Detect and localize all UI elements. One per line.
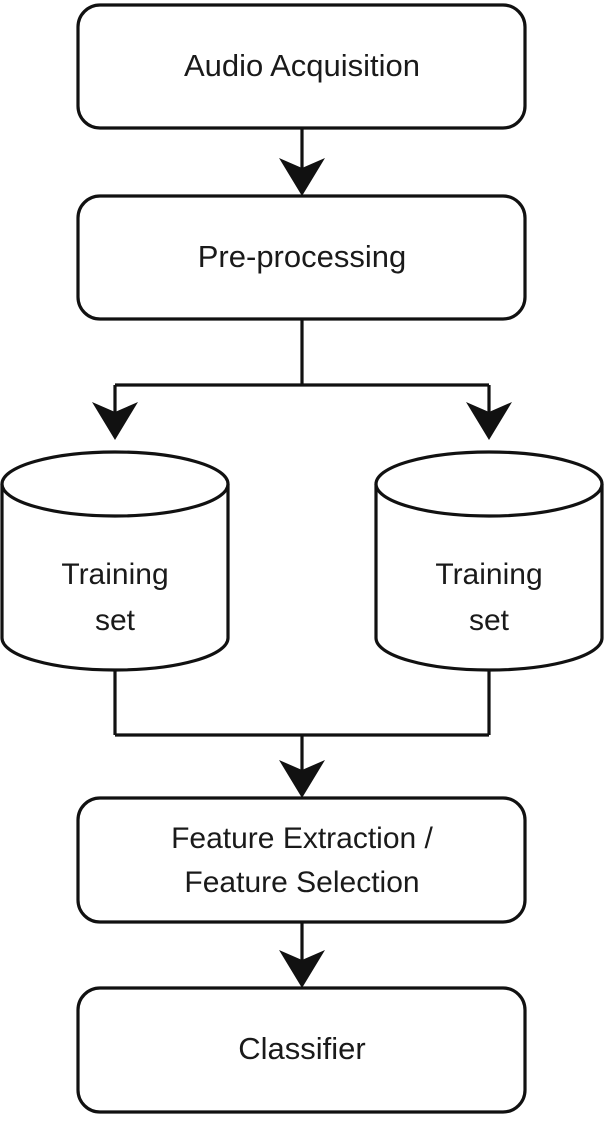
training-set-right-cylinder-body[interactable] bbox=[374, 484, 604, 672]
node-feature-extraction-selection[interactable]: Feature Extraction / Feature Selection bbox=[76, 796, 527, 924]
training-set-left-cylinder-top[interactable] bbox=[0, 450, 230, 518]
pre-processing-box[interactable] bbox=[76, 194, 527, 321]
feature-extraction-label-line1: Feature Extraction / bbox=[171, 822, 433, 855]
edge-training-sets-to-feature bbox=[113, 668, 491, 798]
node-classifier[interactable]: Classifier bbox=[76, 986, 527, 1114]
audio-acquisition-label: Audio Acquisition bbox=[184, 48, 420, 83]
classifier-box[interactable] bbox=[76, 986, 527, 1114]
training-set-right-label-line2: set bbox=[469, 604, 510, 637]
edge-audio-to-pre-arrowhead bbox=[279, 158, 325, 196]
node-training-set-left[interactable]: Training set bbox=[0, 450, 230, 672]
training-set-left-label-line1: Training bbox=[61, 558, 168, 591]
classifier-label: Classifier bbox=[238, 1031, 365, 1066]
training-set-left-cylinder-body[interactable] bbox=[0, 484, 230, 672]
feature-extraction-box[interactable] bbox=[76, 796, 527, 924]
node-training-set-right[interactable]: Training set bbox=[374, 450, 604, 672]
edge-feature-to-classifier-arrowhead bbox=[279, 950, 325, 988]
pre-processing-label: Pre-processing bbox=[198, 239, 406, 274]
training-set-right-label-line1: Training bbox=[435, 558, 542, 591]
audio-acquisition-box[interactable] bbox=[76, 3, 527, 130]
training-set-left-label-line2: set bbox=[95, 604, 136, 637]
node-pre-processing[interactable]: Pre-processing bbox=[76, 194, 527, 321]
node-audio-acquisition[interactable]: Audio Acquisition bbox=[76, 3, 527, 130]
training-set-right-cylinder-top[interactable] bbox=[374, 450, 604, 518]
edge-merge-to-feature-arrowhead bbox=[279, 760, 325, 798]
edge-pre-to-right-set-arrowhead bbox=[466, 402, 512, 440]
edge-audio-to-pre bbox=[279, 128, 325, 196]
feature-extraction-label-line2: Feature Selection bbox=[184, 866, 419, 899]
edge-pre-to-training-sets bbox=[92, 318, 512, 440]
edge-feature-to-classifier bbox=[279, 922, 325, 988]
edge-pre-to-left-set-arrowhead bbox=[92, 402, 138, 440]
